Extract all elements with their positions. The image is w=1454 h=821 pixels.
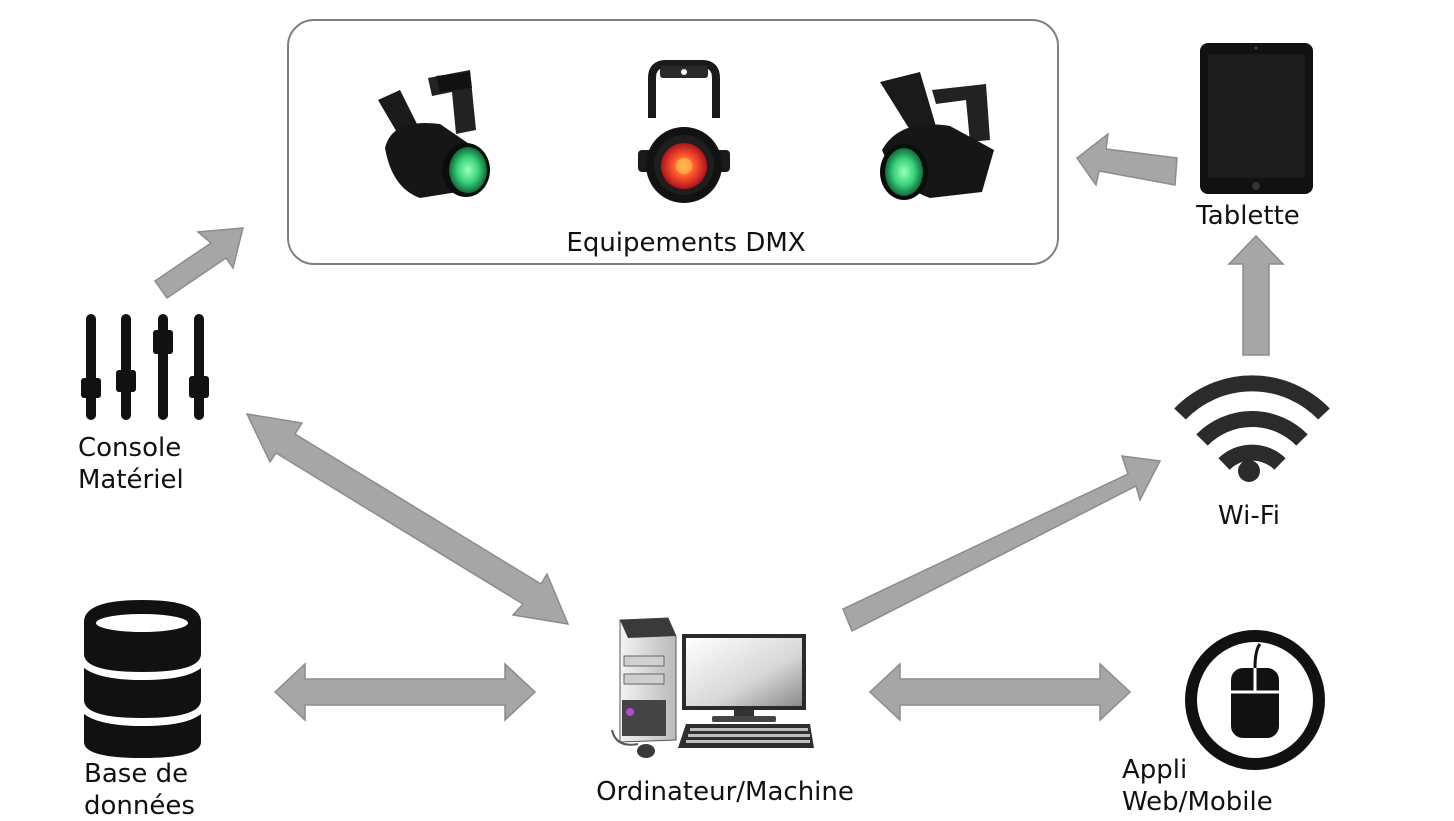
database-label-line2: données [84, 791, 195, 821]
tablet-label: Tablette [1195, 201, 1300, 231]
led-spot-fixture-right-icon [880, 72, 994, 200]
wifi-node: Wi-Fi [1174, 375, 1330, 531]
dmx-equipment-group: Equipements DMX [287, 19, 1059, 265]
tablet-icon [1200, 43, 1313, 194]
dmx-group-label: Equipements DMX [566, 228, 805, 258]
app-node: Appli Web/Mobile [1122, 630, 1325, 817]
tablet-node: Tablette [1195, 43, 1313, 231]
console-node: Console Matériel [78, 314, 209, 495]
arrow-database-computer [273, 662, 537, 722]
arrow-console-computer [245, 413, 570, 625]
mixer-faders-icon [81, 314, 209, 420]
arrow-console-to-dmx [153, 227, 244, 300]
arrow-tablet-to-dmx [1075, 132, 1178, 187]
computer-label: Ordinateur/Machine [596, 777, 854, 807]
database-node: Base de données [84, 600, 201, 821]
led-spot-fixture-center-icon [638, 60, 730, 203]
wifi-icon [1174, 375, 1330, 482]
app-label-line1: Appli [1122, 755, 1187, 785]
wifi-label: Wi-Fi [1218, 501, 1280, 531]
led-spot-fixture-left-icon [378, 70, 490, 198]
database-icon [84, 600, 201, 758]
arrow-computer-to-wifi [842, 455, 1162, 633]
console-label-line1: Console [78, 433, 181, 463]
app-label-line2: Web/Mobile [1122, 787, 1273, 817]
arrow-wifi-to-tablet [1227, 234, 1285, 356]
arrows [153, 132, 1285, 722]
computer-node: Ordinateur/Machine [596, 617, 854, 807]
desktop-computer-icon [611, 617, 814, 758]
database-label-line1: Base de [84, 759, 188, 789]
arrow-computer-app [868, 662, 1132, 722]
mouse-circle-icon [1185, 630, 1325, 770]
console-label-line2: Matériel [78, 465, 184, 495]
